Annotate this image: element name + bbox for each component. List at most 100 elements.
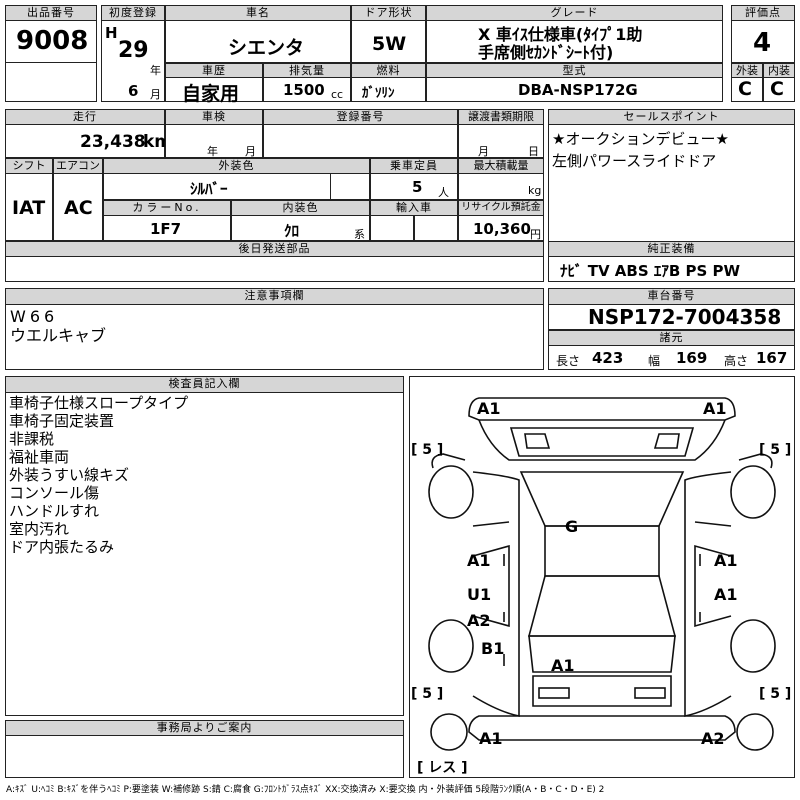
recycle-fee: 10,360 — [473, 220, 531, 238]
grade-line2: 手席側ｾｶﾝﾄﾞｼｰﾄ付) — [478, 43, 614, 62]
length: 423 — [592, 349, 624, 367]
exterior-label: 外装 — [731, 63, 763, 78]
inspection-cell — [165, 124, 263, 158]
damage-mark: A1 — [703, 399, 727, 418]
interior-label: 内装 — [763, 63, 795, 78]
exterior-grade: C — [738, 78, 752, 100]
grade-label: グレード — [426, 5, 723, 21]
damage-mark: A1 — [714, 551, 738, 570]
displacement: 1500 — [283, 81, 325, 99]
lot-number: 9008 — [16, 26, 89, 56]
import-cell-2 — [414, 215, 458, 241]
displacement-unit: cc — [331, 88, 344, 101]
first-reg-box — [101, 5, 165, 102]
sales-point-label: セールスポイント — [548, 109, 795, 125]
door-type: 5W — [372, 33, 407, 55]
shift-cell — [5, 173, 53, 241]
capacity-cell — [370, 173, 458, 200]
year-unit: 年 — [150, 64, 161, 77]
dims-cell — [548, 345, 795, 370]
damage-mark: A2 — [701, 729, 725, 748]
inspection-label: 車検 — [165, 109, 263, 125]
equipment-cell — [548, 256, 795, 282]
mileage-unit: km — [143, 132, 173, 152]
inspector-line-5: 外装うすい線キズ — [9, 466, 130, 484]
interior-cell — [763, 77, 795, 102]
month-unit: 月 — [150, 88, 161, 101]
office-cell — [5, 735, 404, 778]
inspector-line-9: ドア内張たるみ — [9, 538, 115, 556]
inspector-line-1: 車椅子仕様スロープタイプ — [9, 394, 189, 412]
sales-point-cell — [548, 124, 795, 256]
reg-no-label: 登録番号 — [263, 109, 458, 125]
mileage-label: 走行 — [5, 109, 165, 125]
equipment: ﾅﾋﾞ TV ABS ｴｱB PS PW — [560, 262, 741, 280]
color-no-label: カラーNo. — [103, 200, 231, 216]
ac-cell — [53, 173, 103, 241]
car-diagram-frame — [409, 376, 795, 778]
inspector-line-4: 福祉車両 — [9, 448, 70, 466]
width: 169 — [676, 349, 708, 367]
later-parts-cell — [5, 256, 544, 282]
color-no: 1F7 — [150, 220, 182, 238]
max-load-unit: kg — [528, 184, 542, 197]
import-cell — [370, 215, 414, 241]
caution-line-1: W66 — [10, 307, 59, 326]
capacity-unit: 人 — [438, 186, 449, 199]
legend: A:ｷｽﾞ U:ﾍｺﾐ B:ｷｽﾞを伴うﾍｺﾐ P:要塗装 W:補修跡 S:錆 … — [6, 785, 605, 795]
inspector-cell — [5, 392, 404, 716]
era: H — [105, 24, 118, 42]
tire-depth-front-right: [ 5 ] — [759, 442, 791, 458]
sales-point-1: ★オークションデビュー★ — [552, 130, 729, 148]
transfer-day-unit: 日 — [528, 145, 539, 158]
lot-number-lower — [5, 62, 97, 102]
transfer-month-unit: 月 — [478, 145, 489, 158]
shift: IAT — [12, 197, 46, 219]
int-color-label: 内装色 — [231, 200, 370, 216]
inspector-line-6: コンソール傷 — [9, 484, 100, 502]
model: DBA-NSP172G — [518, 81, 638, 99]
ac-label: エアコン — [53, 158, 103, 174]
equipment-label: 純正装備 — [548, 241, 795, 257]
exterior-cell — [731, 77, 763, 102]
capacity-label: 乗車定員 — [370, 158, 458, 174]
score-label: 評価点 — [731, 5, 795, 21]
inspector-line-8: 室内汚れ — [9, 520, 70, 538]
spare-tire-status: [ レス ] — [417, 760, 468, 776]
interior-grade: C — [770, 78, 784, 100]
tire-depth-rear-left: [ 5 ] — [411, 686, 443, 702]
damage-mark: A2 — [467, 611, 491, 630]
reg-year: 29 — [118, 38, 149, 63]
office-label: 事務局よりご案内 — [5, 720, 404, 736]
tire-depth-rear-right: [ 5 ] — [759, 686, 791, 702]
history: 自家用 — [182, 83, 240, 105]
int-color-unit: 系 — [354, 228, 365, 241]
int-color-cell — [231, 215, 370, 241]
grade-line1: X 車ｲｽ仕様車(ﾀｲﾌﾟ1助 — [478, 25, 643, 44]
ext-color-label: 外装色 — [103, 158, 370, 174]
damage-mark: A1 — [467, 551, 491, 570]
inspection-year-unit: 年 — [207, 145, 218, 158]
damage-mark: G — [565, 517, 578, 536]
lot-number-label: 出品番号 — [5, 5, 97, 21]
shift-label: シフト — [5, 158, 53, 174]
damage-mark: A1 — [479, 729, 503, 748]
model-label: 型式 — [426, 63, 723, 78]
reg-month: 6 — [128, 82, 139, 100]
ext-color: ｼﾙﾊﾞｰ — [190, 180, 228, 198]
int-color: ｸﾛ — [284, 222, 300, 240]
damage-mark: A1 — [477, 399, 501, 418]
caution-line-2: ウエルキャブ — [10, 326, 107, 345]
transfer-cell — [458, 124, 544, 158]
displacement-label: 排気量 — [263, 63, 351, 78]
mileage-cell — [5, 124, 165, 158]
chassis-cell — [548, 304, 795, 330]
recycle-label: リサイクル預託金 — [458, 200, 544, 216]
car-name-label: 車名 — [165, 5, 351, 21]
height-label: 高さ — [724, 354, 749, 368]
length-label: 長さ — [556, 354, 581, 368]
history-label: 車歴 — [165, 63, 263, 78]
ext-color-cell-2 — [330, 173, 370, 200]
ext-color-cell — [103, 173, 370, 200]
aircon: AC — [64, 197, 93, 219]
